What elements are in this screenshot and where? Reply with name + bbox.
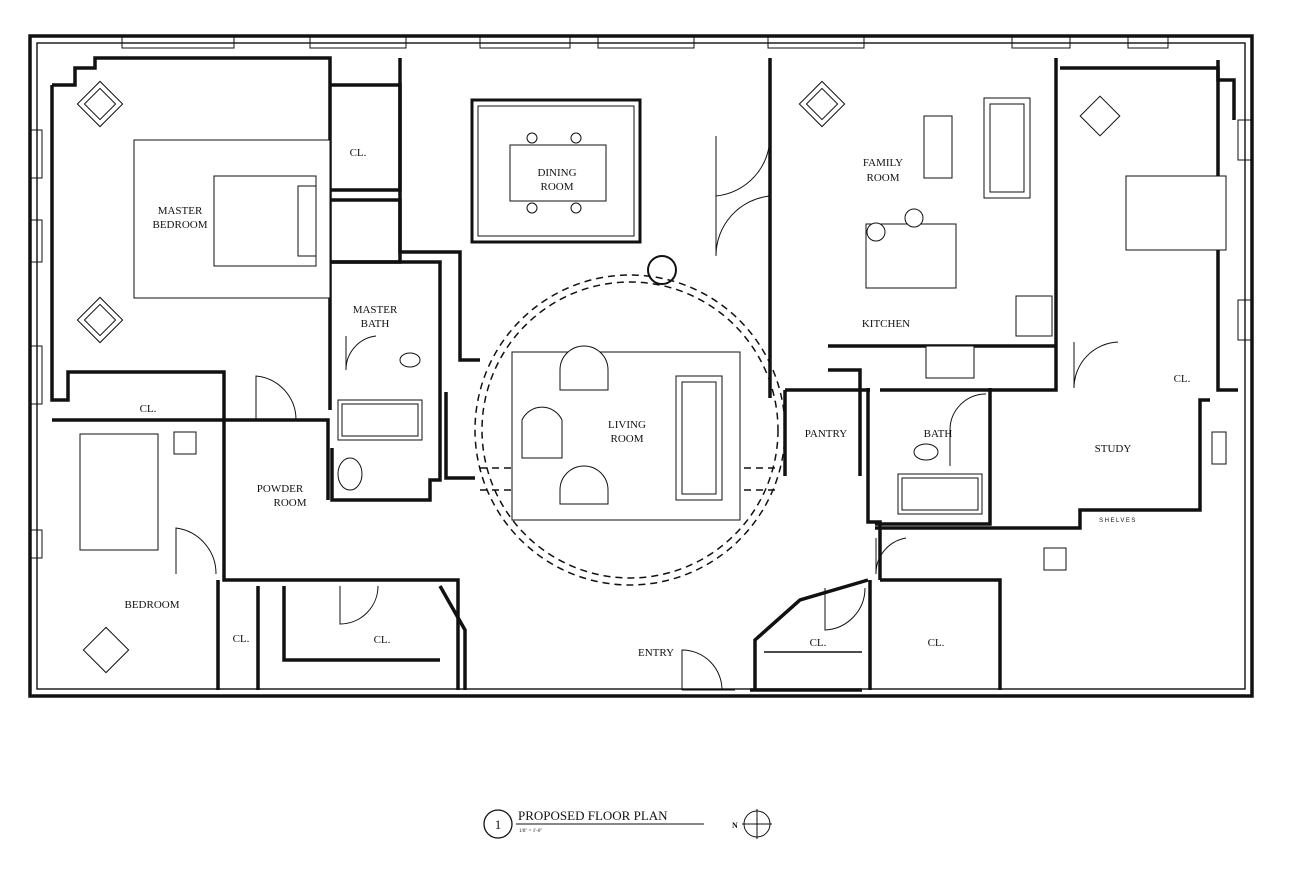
label-bedroom: BEDROOM — [124, 599, 179, 611]
label-closet-3: CL. — [233, 633, 250, 645]
label-master-bedroom-1: MASTER — [158, 205, 203, 217]
door-swings — [175, 135, 1119, 691]
drawing-number: 1 — [495, 817, 502, 832]
label-shelves: SHELVES — [1099, 518, 1137, 524]
label-closet-5: CL. — [810, 637, 827, 649]
label-master-bedroom-2: BEDROOM — [152, 219, 207, 231]
label-family-2: ROOM — [866, 172, 899, 184]
label-closet-1: CL. — [350, 147, 367, 159]
label-powder-2: ROOM — [273, 497, 306, 509]
label-kitchen: KITCHEN — [862, 318, 910, 330]
label-entry: ENTRY — [638, 647, 674, 659]
north-label: N — [732, 821, 738, 830]
exterior-walls — [28, 34, 1254, 698]
label-closet-4: CL. — [374, 634, 391, 646]
label-master-bath-2: BATH — [361, 318, 390, 330]
label-closet-2: CL. — [140, 403, 157, 415]
label-dining-1: DINING — [537, 167, 576, 179]
label-closet-6: CL. — [928, 637, 945, 649]
label-study: STUDY — [1095, 443, 1132, 455]
label-living-1: LIVING — [608, 419, 646, 431]
drawing-title: PROPOSED FLOOR PLAN — [518, 808, 668, 823]
label-family-1: FAMILY — [863, 157, 903, 169]
label-living-2: ROOM — [610, 433, 643, 445]
label-closet-7: CL. — [1174, 373, 1191, 385]
furniture — [76, 80, 1227, 674]
label-bath: BATH — [924, 428, 953, 440]
drawing-scale: 1/8" = 1'-0" — [519, 829, 542, 834]
label-dining-2: ROOM — [540, 181, 573, 193]
label-powder-1: POWDER — [257, 483, 304, 495]
label-master-bath-1: MASTER — [353, 304, 398, 316]
label-pantry: PANTRY — [805, 428, 847, 440]
title-block: 1 PROPOSED FLOOR PLAN 1/8" = 1'-0" N — [483, 808, 772, 839]
interior-walls — [50, 56, 1238, 692]
